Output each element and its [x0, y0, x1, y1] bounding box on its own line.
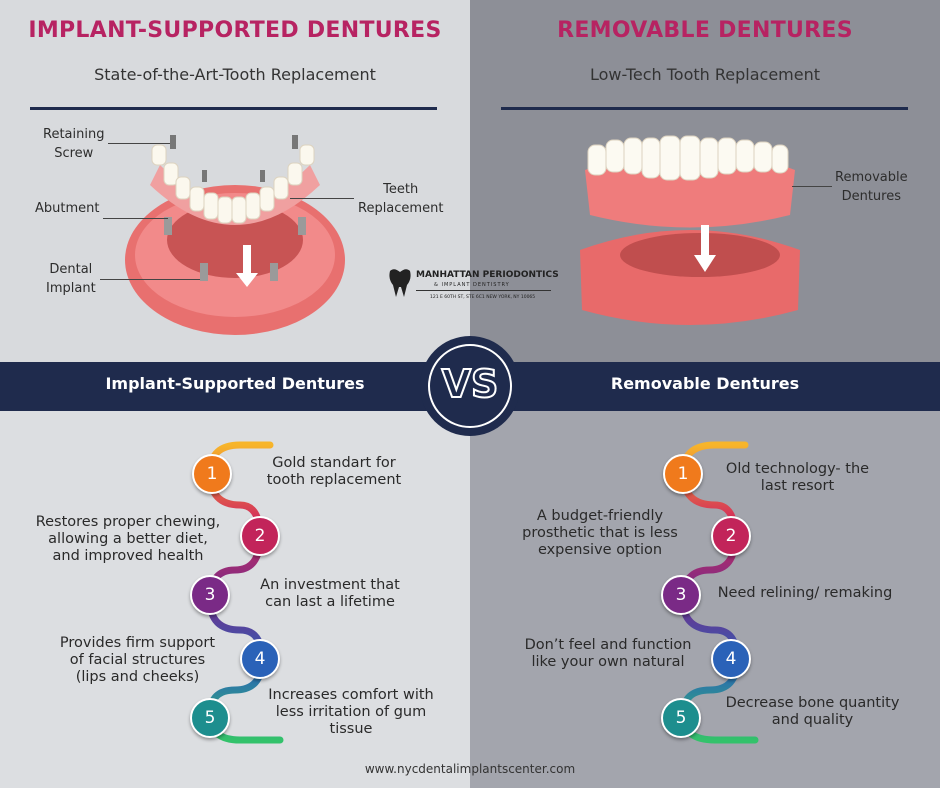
dental-implant-label: Dental Implant [46, 262, 96, 296]
left-subtitle: State-of-the-Art-Tooth Replacement [94, 65, 376, 84]
right-title: REMOVABLE DENTURES [557, 18, 853, 43]
vs-text: VS [441, 361, 500, 407]
logo-divider [416, 290, 551, 291]
right-step-5-badge: 5 [661, 698, 701, 738]
logo-address: 121 E 60TH ST, STE 6C1 NEW YORK, NY 1006… [430, 295, 536, 300]
left-step-2-text: Restores proper chewing,allowing a bette… [35, 514, 221, 564]
tooth-logo-icon [389, 269, 411, 297]
right-divider [501, 107, 908, 110]
left-step-1-badge: 1 [192, 454, 232, 494]
retaining-screw-label: Retaining Screw [43, 127, 105, 161]
implant-denture-illustration [125, 135, 345, 335]
teeth-replacement-label: Teeth Replacement [358, 182, 444, 216]
right-band-label: Removable Dentures [610, 374, 800, 393]
removable-dentures-line [792, 186, 832, 187]
left-step-3-badge: 3 [190, 575, 230, 615]
logo-subtitle: & IMPLANT DENTISTRY [434, 282, 510, 288]
abutment-label: Abutment [35, 201, 100, 216]
left-step-2-badge: 2 [240, 516, 280, 556]
removable-denture-illustration [580, 135, 800, 325]
removable-dentures-label: Removable Dentures [835, 170, 908, 204]
retaining-screw-line [108, 143, 170, 144]
website-footer[interactable]: www.nycdentalimplantscenter.com [364, 762, 576, 776]
abutment-line [103, 218, 168, 219]
left-title: IMPLANT-SUPPORTED DENTURES [28, 18, 442, 43]
right-step-2-badge: 2 [711, 516, 751, 556]
left-bottom-panel [0, 411, 470, 788]
right-step-1-badge: 1 [663, 454, 703, 494]
right-bottom-panel [470, 411, 940, 788]
right-subtitle: Low-Tech Tooth Replacement [590, 65, 820, 84]
left-step-4-badge: 4 [240, 639, 280, 679]
right-step-3-text: Need relining/ remaking [717, 585, 893, 601]
left-step-5-badge: 5 [190, 698, 230, 738]
vs-ring [428, 344, 512, 428]
clinic-logo: MANHATTAN PERIODONTICS & IMPLANT DENTIST… [388, 265, 559, 305]
right-step-4-badge: 4 [711, 639, 751, 679]
left-divider [30, 107, 437, 110]
dental-implant-line [100, 279, 200, 280]
teeth-replacement-line [290, 198, 354, 199]
right-step-3-badge: 3 [661, 575, 701, 615]
left-band-label: Implant-Supported Dentures [105, 374, 365, 393]
vs-circle: VS [420, 336, 520, 436]
logo-name: MANHATTAN PERIODONTICS [416, 270, 559, 280]
